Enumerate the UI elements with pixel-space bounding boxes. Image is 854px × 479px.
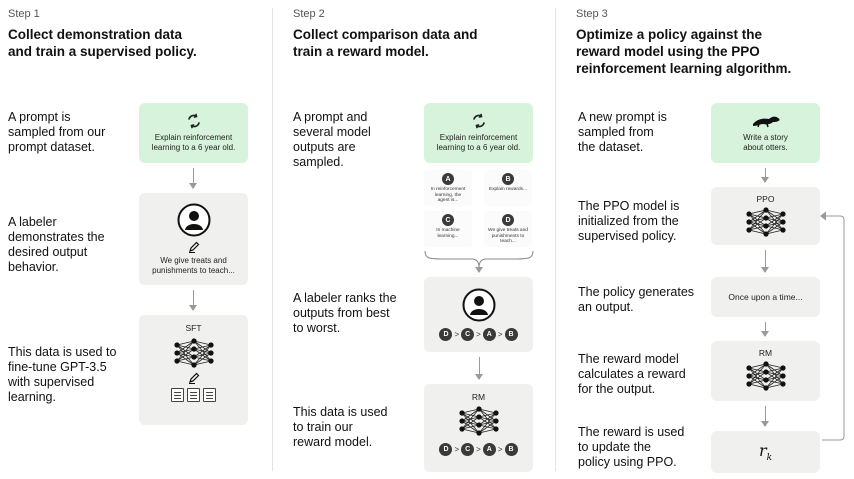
step-2-arrow-2 [475, 357, 483, 380]
reward-value: rk [758, 440, 773, 464]
step-1-label: Step 1 [8, 8, 40, 20]
rm-label: RM [471, 392, 486, 402]
rank-item: A [482, 443, 496, 456]
step-2-ranking-box: D > C > A > B [424, 277, 533, 352]
step-3-output-box: Once upon a time... [711, 277, 820, 317]
ranking-order: D > C > A > B [439, 443, 518, 456]
training-documents [171, 388, 216, 402]
output-letter: A [442, 173, 454, 185]
step-3-reward-box: rk [711, 431, 820, 473]
step-3-arrow-3 [761, 322, 769, 337]
step-1-sft-box: SFT [139, 315, 248, 425]
pencil-icon [188, 241, 199, 253]
ranking-order: D > C > A > B [439, 328, 518, 341]
sft-neural-network-icon [173, 338, 214, 368]
recycle-icon [472, 113, 485, 129]
rank-separator: > [497, 330, 503, 339]
labeler-person-icon [177, 203, 210, 236]
output-letter: C [442, 214, 454, 226]
pencil-icon [188, 372, 199, 384]
step-3-ppo-box: PPO [711, 187, 820, 245]
rank-separator: > [476, 330, 481, 339]
rm-neural-network-icon [458, 406, 499, 436]
sft-label: SFT [185, 323, 202, 333]
step-3-arrow-2 [761, 250, 769, 273]
step-3-rm-box: RM [711, 341, 820, 401]
step-divider-1 [272, 8, 273, 471]
step-3-arrow-1 [761, 168, 769, 183]
feedback-loop-arrow [820, 211, 845, 441]
output-text: Explain rewards... [488, 187, 528, 192]
step-2-rm-box: RM D > C > A > B [424, 384, 533, 472]
step-3-title: Optimize a policy against the reward mod… [576, 27, 792, 76]
rank-item: B [504, 443, 518, 456]
recycle-icon [187, 113, 200, 129]
output-card-b: B Explain rewards... [484, 170, 532, 206]
step-2-label: Step 2 [293, 8, 325, 20]
document-icon [203, 388, 216, 402]
rank-item: C [461, 328, 475, 341]
ppo-neural-network-icon [745, 207, 786, 237]
ppo-label: PPO [756, 194, 775, 204]
policy-output-text: Once upon a time... [728, 292, 803, 302]
otter-icon [752, 116, 779, 127]
labeler-person-icon [462, 288, 495, 322]
step-2-arrow-1 [475, 267, 483, 273]
step-3-arrow-4 [761, 406, 769, 427]
rank-separator: > [476, 445, 481, 454]
rank-separator: > [454, 330, 460, 339]
rank-separator: > [497, 445, 503, 454]
rank-item: D [439, 328, 453, 341]
rank-item: C [461, 443, 475, 456]
document-icon [187, 388, 200, 402]
rm-label: RM [758, 348, 773, 358]
output-letter: B [502, 173, 514, 185]
rank-separator: > [454, 445, 460, 454]
rank-item: D [439, 443, 453, 456]
step-2-title: Collect comparison data and train a rewa… [293, 27, 478, 59]
step-1-title: Collect demonstration data and train a s… [8, 27, 197, 59]
output-letter: D [502, 214, 514, 226]
step-1-arrow-2 [189, 290, 197, 311]
rank-item: B [504, 328, 518, 341]
step-1-arrow-1 [189, 168, 197, 189]
rm-neural-network-icon [745, 361, 786, 391]
step-divider-2 [555, 8, 556, 471]
step-3-label: Step 3 [576, 8, 608, 20]
rank-item: A [482, 328, 496, 341]
document-icon [171, 388, 184, 402]
